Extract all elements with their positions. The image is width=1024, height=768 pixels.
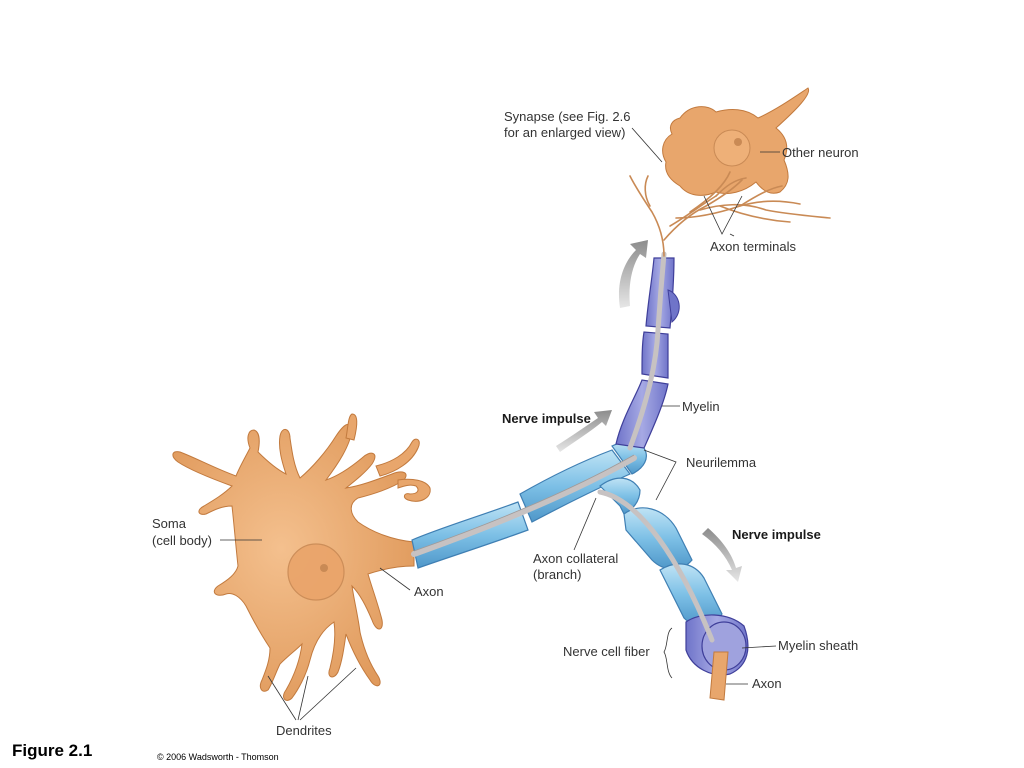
label-myelin-sheath: Myelin sheath (778, 638, 858, 653)
axon-core-outline (413, 454, 635, 552)
label-other-neuron: Other neuron (782, 145, 859, 160)
myelin-bulge (667, 289, 680, 323)
label-axon-collateral-line2: (branch) (533, 567, 581, 582)
axon-core-lower (597, 489, 715, 643)
soma-nucleus (287, 543, 345, 601)
label-myelin: Myelin (682, 399, 720, 414)
impulse-arrow-lower (702, 528, 742, 582)
label-axon-end: Axon (752, 676, 782, 691)
label-axon-collateral-line1: Axon collateral (533, 551, 618, 566)
label-nerve-impulse-lower: Nerve impulse (732, 527, 821, 542)
main-axon (411, 441, 647, 569)
label-soma-line2: (cell body) (152, 533, 212, 548)
dendrite-arm (345, 413, 358, 441)
axon-core-upper (627, 251, 667, 451)
label-soma-line1: Soma (152, 516, 187, 531)
other-neuron (629, 87, 831, 257)
label-neurilemma: Neurilemma (686, 455, 757, 470)
soma-nucleolus (320, 564, 328, 572)
copyright-notice: © 2006 Wadsworth - Thomson (157, 752, 279, 762)
figure-caption: Figure 2.1 (12, 741, 93, 760)
dendrite-arm (397, 478, 431, 502)
label-synapse-line2: for an enlarged view) (504, 125, 625, 140)
impulse-arrow-upper-curve (618, 240, 648, 308)
dendrite-arm (375, 438, 420, 477)
label-dendrites: Dendrites (276, 723, 332, 738)
axon-core (411, 455, 637, 557)
axon-end-stub (709, 651, 729, 701)
lower-axon-branch (597, 477, 749, 701)
soma-cell (172, 413, 431, 701)
label-nerve-impulse-upper: Nerve impulse (502, 411, 591, 426)
other-neuron-nucleus (713, 129, 751, 167)
label-nerve-cell-fiber: Nerve cell fiber (563, 644, 650, 659)
other-neuron-nucleolus (734, 138, 742, 146)
impulse-arrow-middle (556, 410, 612, 452)
leader-lines (220, 127, 780, 721)
upper-axon-branch (615, 251, 680, 451)
axon-terminals (629, 171, 831, 257)
label-axon-main: Axon (414, 584, 444, 599)
label-axon-terminals: Axon terminals (710, 239, 796, 254)
label-synapse-line1: Synapse (see Fig. 2.6 (504, 109, 630, 124)
